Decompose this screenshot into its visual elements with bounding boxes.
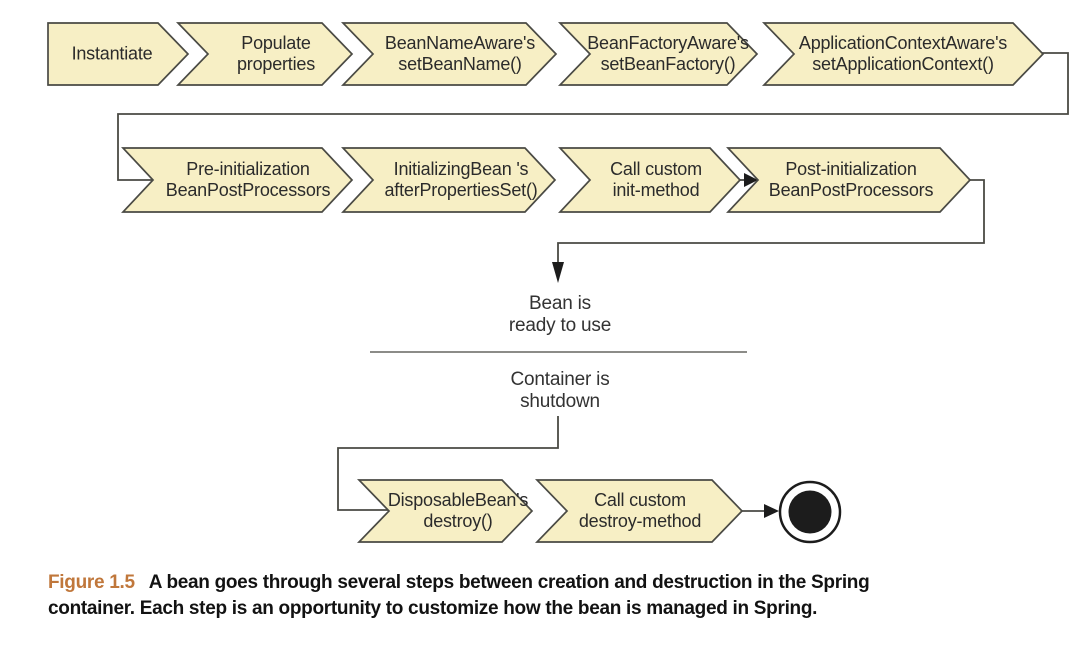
step-disposablebean-label: DisposableBean's destroy() bbox=[387, 490, 529, 531]
state-ready-label: Bean is ready to use bbox=[508, 293, 612, 336]
step-populate-label: Populate properties bbox=[236, 33, 316, 74]
step-postinit-shape bbox=[726, 147, 972, 213]
step-populate-shape bbox=[175, 22, 354, 86]
down-arrowhead-icon bbox=[552, 262, 564, 283]
step-beanfactoryaware-label: BeanFactoryAware's setBeanFactory() bbox=[587, 33, 749, 74]
step-preinit-label: Pre-initialization BeanPostProcessors bbox=[165, 159, 331, 200]
right-arrowhead-end-icon bbox=[764, 504, 779, 518]
connector-row1-to-row2 bbox=[117, 52, 1069, 181]
connector-row2-to-ready bbox=[557, 179, 985, 264]
step-destroymethod-shape bbox=[534, 479, 744, 543]
step-instantiate-shape bbox=[47, 22, 190, 86]
right-arrowhead-row2-icon bbox=[744, 173, 758, 187]
step-applicationcontextaware-shape bbox=[761, 22, 1045, 86]
figure-caption-text: A bean goes through several steps betwee… bbox=[48, 572, 870, 619]
connector-shutdown-to-row3 bbox=[337, 416, 559, 511]
figure-caption-number: Figure 1.5 bbox=[48, 572, 135, 593]
step-beannameaware-label: BeanNameAware's setBeanName() bbox=[384, 33, 536, 74]
step-initmethod-shape bbox=[558, 147, 742, 213]
end-state-inner-circle bbox=[788, 490, 832, 534]
step-applicationcontextaware-label: ApplicationContextAware's setApplication… bbox=[798, 33, 1008, 74]
step-initializingbean-shape bbox=[341, 147, 557, 213]
step-initmethod-label: Call custom init-method bbox=[610, 159, 702, 200]
state-shutdown-label: Container is shutdown bbox=[510, 369, 610, 412]
step-preinit-shape bbox=[121, 147, 354, 213]
step-beanfactoryaware-shape bbox=[557, 22, 759, 86]
step-disposablebean-shape bbox=[356, 479, 534, 543]
step-instantiate-label: Instantiate bbox=[71, 43, 153, 64]
step-initializingbean-label: InitializingBean 's afterPropertiesSet() bbox=[384, 159, 538, 200]
step-postinit-label: Post-initialization BeanPostProcessors bbox=[768, 159, 934, 200]
step-destroymethod-label: Call custom destroy-method bbox=[578, 490, 702, 531]
step-beannameaware-shape bbox=[340, 22, 558, 86]
